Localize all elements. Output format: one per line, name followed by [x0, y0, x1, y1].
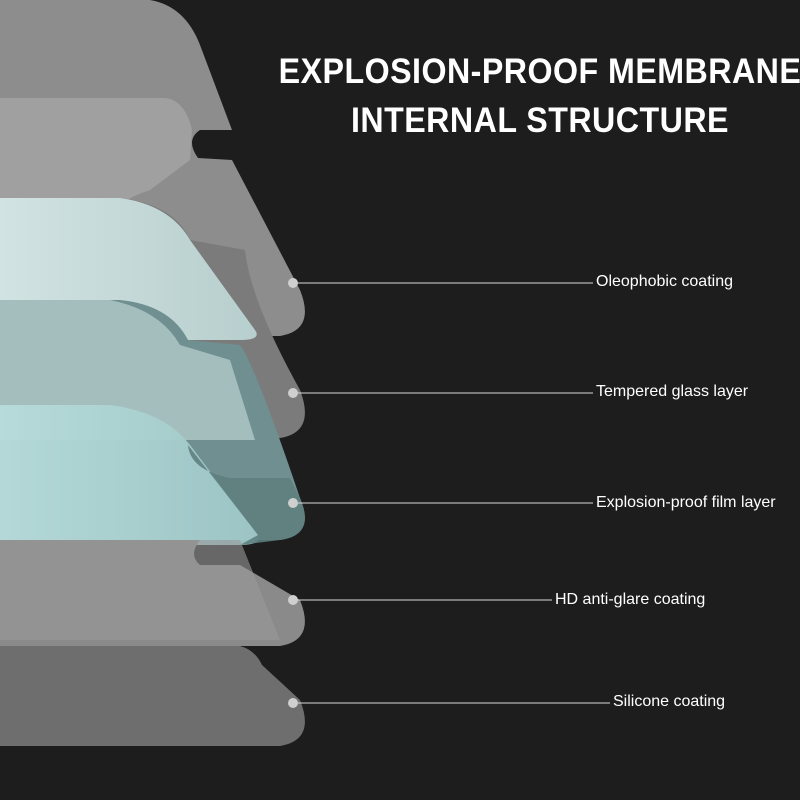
leader-dot-3 — [288, 498, 298, 508]
page-title-line-2: INTERNAL STRUCTURE — [350, 101, 729, 140]
layer-silicone — [0, 646, 305, 746]
layer-explosion-proof-film — [0, 300, 305, 545]
leader-dot-1 — [288, 278, 298, 288]
label-silicone-coating: Silicone coating — [613, 693, 726, 710]
leader-dot-4 — [288, 595, 298, 605]
page-title-line-1: EXPLOSION-PROOF MEMBRANE — [278, 52, 800, 91]
label-hd-anti-glare-coating: HD anti-glare coating — [555, 591, 706, 608]
leader-dot-2 — [288, 388, 298, 398]
layer-hd-anti-glare — [0, 540, 305, 646]
label-oleophobic-coating: Oleophobic coating — [596, 273, 733, 290]
label-explosion-proof-film-layer: Explosion-proof film layer — [596, 494, 776, 511]
leader-lines — [288, 278, 610, 708]
label-tempered-glass-layer: Tempered glass layer — [596, 383, 749, 400]
leader-dot-5 — [288, 698, 298, 708]
